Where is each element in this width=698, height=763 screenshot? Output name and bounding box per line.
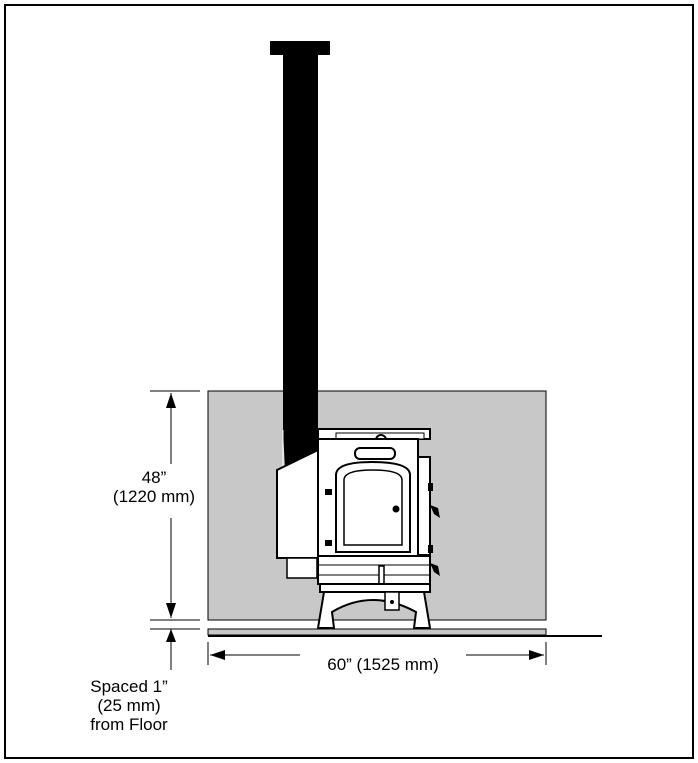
height-inches: 48” [141, 468, 167, 487]
stovepipe [270, 41, 330, 470]
width-dimension-label: 60” (1525 mm) [302, 655, 464, 674]
height-metric: (1220 mm) [112, 487, 196, 506]
floor-gap-dimension [150, 628, 200, 670]
diagram-border [4, 4, 694, 759]
height-dimension-label: 48” (1220 mm) [97, 468, 211, 506]
height-dimension [150, 390, 200, 621]
floor-gap-line3: from Floor [90, 715, 168, 734]
floor-gap-line2: (25 mm) [97, 696, 161, 715]
wood-stove [276, 428, 440, 629]
floor-gap-line1: Spaced 1” [90, 677, 168, 696]
floor-gap-label: Spaced 1” (25 mm) from Floor [72, 677, 186, 734]
width-dimension [207, 642, 547, 665]
floor-protector [207, 628, 547, 636]
